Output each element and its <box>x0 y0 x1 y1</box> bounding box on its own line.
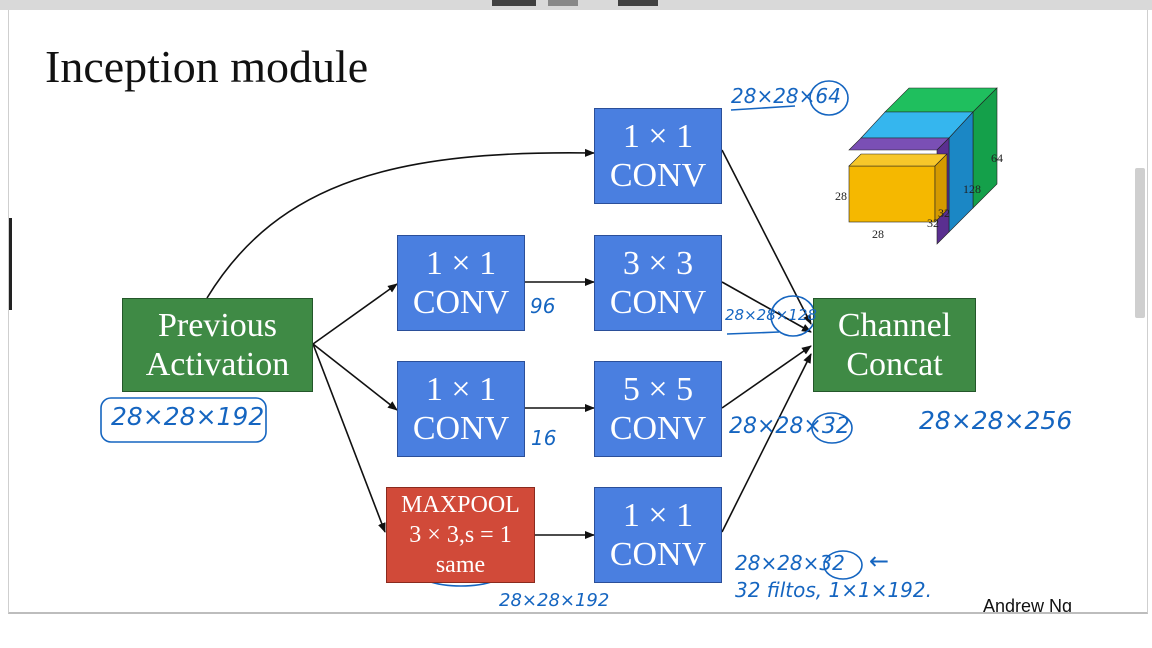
box-line: 3 × 3 <box>622 244 694 282</box>
arrow-prev-to-mid-conv <box>312 283 398 345</box>
bottleneck-96-note: 96 <box>530 294 556 318</box>
conv-1x1-top-box: 1 × 1 CONV <box>594 108 722 204</box>
top-underline <box>730 105 796 111</box>
conv-5x5-box: 5 × 5 CONV <box>594 361 722 457</box>
pool-channels-circle <box>823 550 863 580</box>
cube-label-28-height: 28 <box>835 189 847 203</box>
cube-label-32a: 32 <box>938 206 950 220</box>
input-dims-circle <box>100 397 267 443</box>
box-line: 1 × 1 <box>622 496 694 534</box>
pool-output-note: 28×28×32 <box>735 551 845 575</box>
arrow-conv3-to-concat <box>721 281 812 333</box>
box-line: Activation <box>145 346 290 383</box>
box-line: CONV <box>609 157 707 194</box>
box-line: CONV <box>412 410 510 447</box>
arrow-pool-conv-to-concat <box>721 353 812 533</box>
mid-underline <box>726 331 780 335</box>
conv-1x1-mid-box: 1 × 1 CONV <box>397 235 525 331</box>
top-output-note: 28×28×64 <box>731 84 841 108</box>
box-line: 1 × 1 <box>622 117 694 155</box>
arrow-top-to-concat <box>721 149 812 325</box>
toolbar-button[interactable] <box>548 0 578 6</box>
pool-arrow-note: ← <box>869 547 890 575</box>
left-edge-marker <box>9 218 12 310</box>
slide-title: Inception module <box>45 41 369 92</box>
cube-label-28-width: 28 <box>872 227 884 241</box>
box-line: CONV <box>609 536 707 573</box>
output-volume-cube <box>848 87 998 245</box>
box-line: CONV <box>412 284 510 321</box>
pool-dims-note: 28×28×192 <box>499 590 610 611</box>
mid-output-note: 28×28×128 <box>725 306 817 324</box>
scrollbar-thumb[interactable] <box>1135 168 1145 318</box>
box-line: MAXPOOL <box>401 492 520 518</box>
box-line: 1 × 1 <box>425 244 497 282</box>
input-dims-note: 28×28×192 <box>111 402 265 431</box>
low-output-note: 28×28×32 <box>729 414 850 439</box>
connections: 64 128 32 32 28 28 <box>100 80 1003 587</box>
conv-1x1-low-box: 1 × 1 CONV <box>397 361 525 457</box>
author-credit: Andrew Ng <box>983 596 1073 614</box>
output-dims-note: 28×28×256 <box>919 406 1073 435</box>
arrow-prev-to-top-conv <box>206 148 595 299</box>
box-line: CONV <box>609 410 707 447</box>
toolbar-button[interactable] <box>618 0 658 6</box>
cube-label-64: 64 <box>991 151 1003 165</box>
toolbar-button[interactable] <box>492 0 536 6</box>
low-channels-circle <box>811 412 853 444</box>
box-line: CONV <box>609 284 707 321</box>
previous-activation-box: Previous Activation <box>122 298 313 392</box>
box-line: Previous <box>158 306 277 344</box>
box-line: same <box>435 552 486 578</box>
arrow-prev-to-maxpool <box>312 343 386 533</box>
channel-concat-box: Channel Concat <box>813 298 976 392</box>
cube-label-128: 128 <box>963 182 981 196</box>
filters-note: 32 filtos, 1×1×192. <box>735 578 932 602</box>
box-line: 1 × 1 <box>425 370 497 408</box>
conv-1x1-pool-box: 1 × 1 CONV <box>594 487 722 583</box>
conv-3x3-box: 3 × 3 CONV <box>594 235 722 331</box>
cube-label-32b: 32 <box>927 216 939 230</box>
box-line: 5 × 5 <box>622 370 694 408</box>
maxpool-box: MAXPOOL 3 × 3,s = 1 same <box>386 487 535 583</box>
bottleneck-16-note: 16 <box>531 426 557 450</box>
box-line: Concat <box>846 346 943 383</box>
cube-labels: 64 128 32 32 28 28 <box>835 151 1003 241</box>
toolbar-strip <box>0 0 1152 10</box>
arrow-prev-to-low-conv <box>312 343 398 411</box>
box-line: Channel <box>837 306 952 344</box>
box-line: 3 × 3,s = 1 <box>409 522 512 548</box>
slide-canvas: Inception module <box>8 10 1148 614</box>
arrow-conv5-to-concat <box>721 345 812 409</box>
top-channels-circle <box>809 80 849 116</box>
